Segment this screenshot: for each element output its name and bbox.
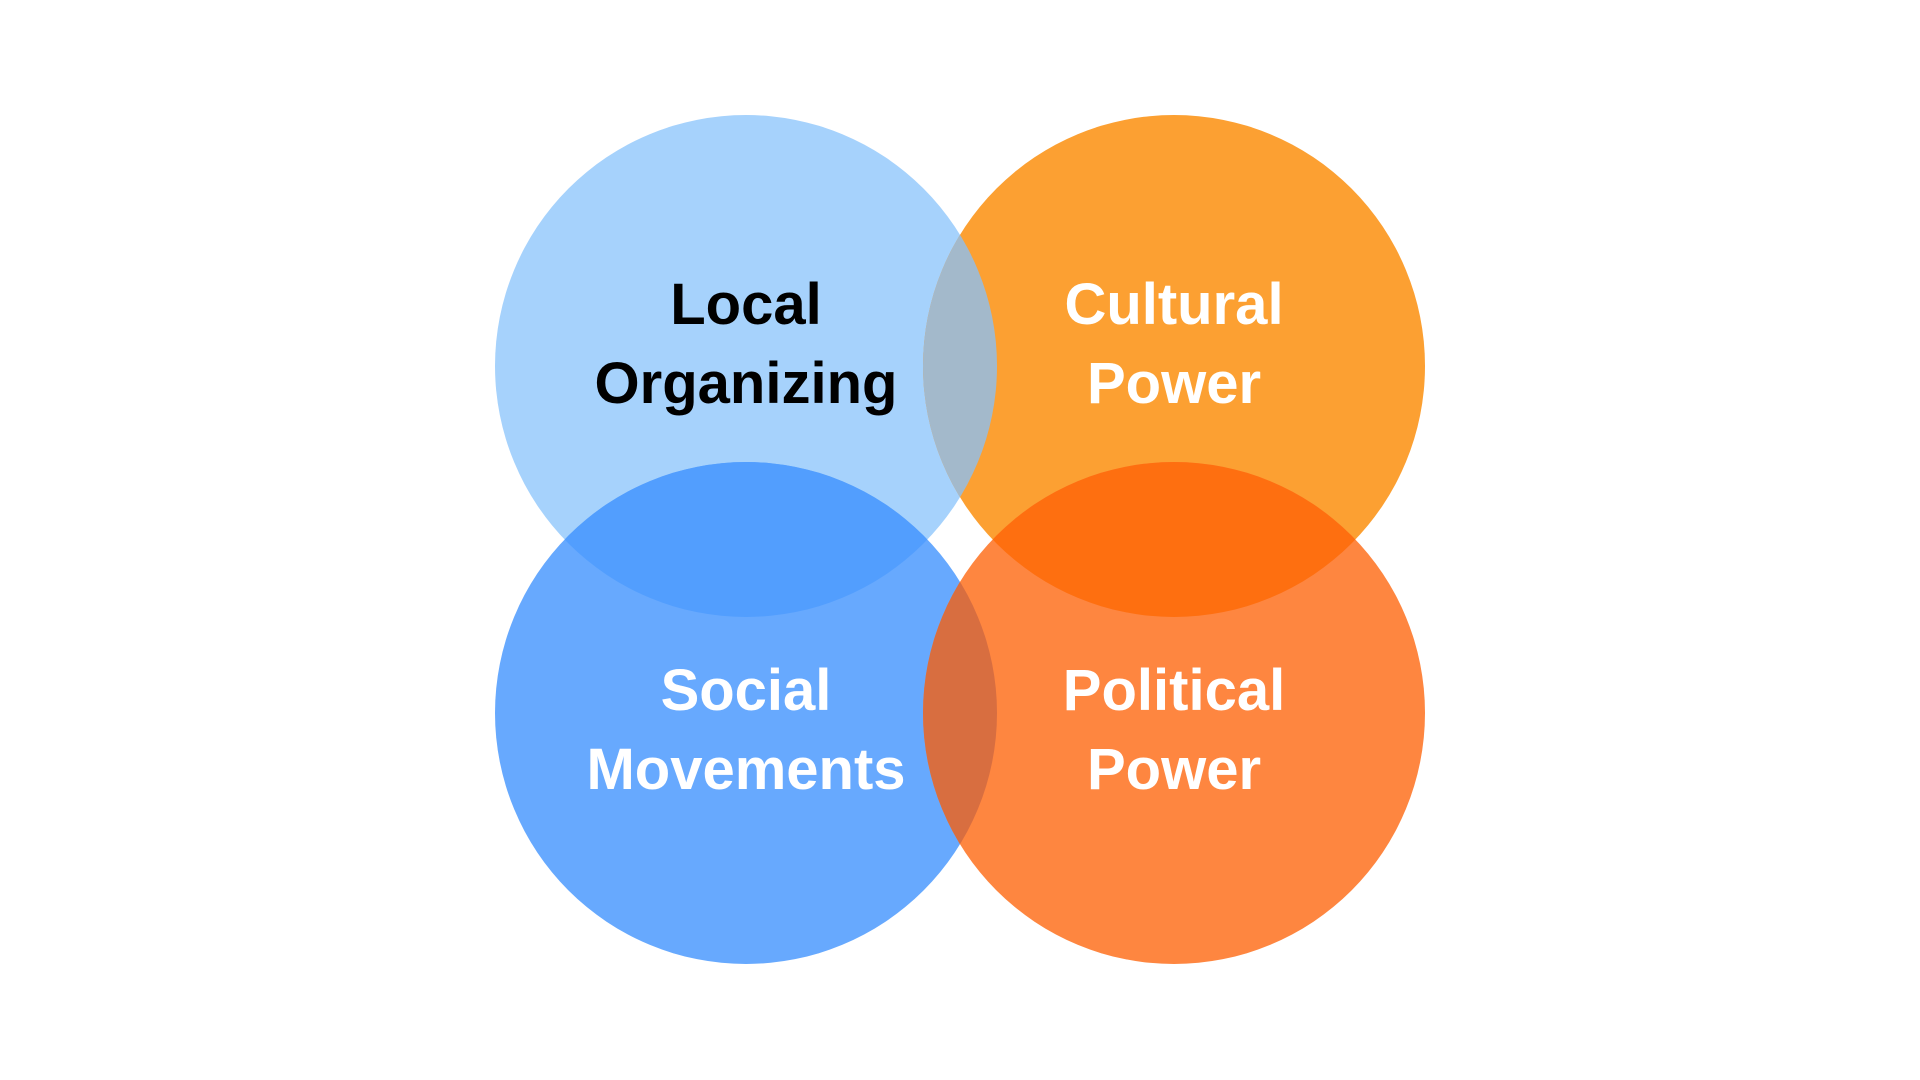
- label-political-power: Power: [1087, 737, 1261, 802]
- label-organizing: Organizing: [595, 351, 898, 416]
- label-cultural: Cultural: [1064, 272, 1283, 337]
- label-political: Political: [1063, 658, 1285, 723]
- circle-social-movements: [495, 462, 997, 964]
- label-local: Local: [670, 272, 822, 337]
- label-social: Social: [661, 658, 832, 723]
- label-cultural-power: Power: [1087, 351, 1261, 416]
- label-movements: Movements: [586, 737, 905, 802]
- circle-political-power: [923, 462, 1425, 964]
- circle-local-organizing: [495, 115, 997, 617]
- circle-cultural-power: [923, 115, 1425, 617]
